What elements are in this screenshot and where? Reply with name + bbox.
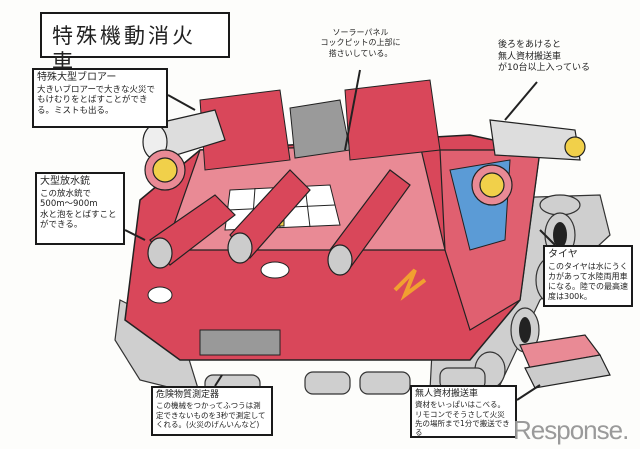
leader-lines: [124, 69, 556, 401]
cannon-line: 水と泡をとばすことができる。: [40, 209, 117, 231]
hazard-heading: 危険物質測定器: [156, 390, 220, 400]
track-wheel: [304, 371, 351, 395]
blower-body: 大きいブロアーで大きな火災でもけむりをとばすことができる。ミストも出る。: [37, 84, 155, 116]
tire-note: タイヤ このタイヤは水にうくカがあって水陸両用車になる。陸での最高速度は300k…: [543, 245, 633, 307]
track-wheel: [359, 371, 411, 395]
cannon-range: 500m〜900m: [40, 199, 98, 210]
tire-body: このタイヤは水にうくカがあって水陸両用車になる。陸での最高速度は300k。: [548, 261, 628, 301]
hazard-body: この機械をつかってふつうは測定できないものを3秒で測定してくれる。(火災のげんい…: [156, 401, 266, 429]
solar-note: ソーラーパネル コックピットの上部に搭さいしている。: [318, 28, 403, 59]
hazard-note: 危険物質測定器 この機械をつかってふつうは測定できないものを3秒で測定してくれる…: [151, 386, 273, 436]
blowers: [142, 109, 586, 206]
title-box: 特殊機動消火車: [40, 12, 230, 74]
rear-line: 無人資材搬送車: [498, 51, 562, 62]
cannon-note: 大型放水銃 この放水銃で 500m〜900m 水と泡をとばすことができる。: [35, 172, 125, 245]
carrier-note: 無人資材搬送車 資材をいっぱいはこべる。リモコンでそうさして火災先の場所まで1分…: [410, 385, 517, 438]
rear-note: 後ろをあけると 無人資材搬送車 が10台以上入っている: [498, 40, 598, 75]
water-cannons: [147, 169, 411, 276]
blower-note: 特殊大型ブロアー 大きいブロアーで大きな火災でもけむりをとばすことができる。ミス…: [32, 68, 168, 128]
top-block: [344, 79, 441, 161]
cockpit-block: [289, 99, 351, 159]
solar-body: コックピットの上部に搭さいしている。: [320, 38, 401, 58]
carrier-body: 資材をいっぱいはこべる。リモコンでそうさして火災先の場所まで1分で搬送できる: [415, 400, 510, 438]
tire-heading: タイヤ: [548, 249, 578, 260]
rear-line: 後ろをあけると: [498, 40, 562, 50]
watermark-logo: Response.: [513, 415, 629, 445]
cannon-line: この放水銃で: [40, 188, 92, 199]
hazard-detector: [199, 329, 281, 356]
headlight: [147, 286, 173, 304]
carrier-drawing: [519, 334, 611, 389]
headlight: [260, 261, 290, 279]
solar-heading: ソーラーパネル: [332, 28, 389, 37]
track-wheel: [539, 194, 581, 216]
carrier-heading: 無人資材搬送車: [415, 389, 479, 399]
rear-line: が10台以上入っている: [498, 63, 591, 74]
blower-heading: 特殊大型ブロアー: [37, 72, 117, 83]
lightning-decal: [393, 268, 427, 301]
cannon-heading: 大型放水銃: [40, 176, 90, 187]
